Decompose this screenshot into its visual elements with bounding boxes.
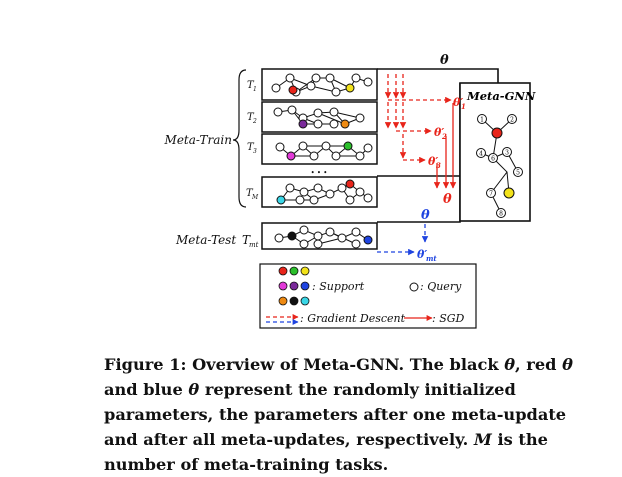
graph-task-1	[271, 73, 373, 97]
svg-text:T: T	[242, 233, 251, 247]
svg-text:2: 2	[510, 117, 514, 124]
meta-test-arrows	[377, 224, 429, 256]
figure-caption: Figure 1: Overview of Meta-GNN. The blac…	[104, 355, 573, 474]
graph-task-2	[273, 105, 365, 129]
svg-text:mt: mt	[249, 241, 259, 249]
svg-text:T: T	[246, 188, 254, 199]
svg-text:θ′: θ′	[453, 96, 463, 109]
node-7: 7	[486, 188, 496, 198]
legend-gradient-descent-label: : Gradient Descent	[300, 312, 406, 325]
meta-train-brace	[232, 69, 247, 208]
theta-prime-1: θ′ 1	[453, 96, 466, 111]
legend-gradient-descent-icon	[266, 314, 299, 325]
svg-text:2: 2	[441, 132, 447, 141]
svg-text:mt: mt	[426, 254, 437, 263]
sgd-arrows	[433, 103, 457, 189]
legend-query-icon	[409, 282, 419, 292]
graph-task-m	[276, 179, 373, 205]
meta-gnn-numbered-nodes: 1 2 3 4 5 6 7 8	[476, 114, 523, 218]
legend-support-label: : Support	[312, 280, 365, 293]
node-8: 8	[496, 208, 506, 218]
svg-text:2: 2	[252, 118, 257, 125]
task-label-3: T 3	[247, 142, 257, 155]
node-5: 5	[513, 167, 523, 177]
svg-text:8: 8	[499, 211, 503, 218]
task-label-m: T M	[246, 188, 259, 201]
svg-text:5: 5	[516, 170, 520, 177]
task-box-1	[261, 68, 378, 101]
svg-text:θ′: θ′	[417, 248, 427, 261]
svg-text:3: 3	[436, 161, 441, 170]
theta-black: θ	[440, 53, 449, 68]
svg-text:1: 1	[461, 102, 466, 111]
theta-red: θ	[443, 192, 452, 207]
node-1: 1	[477, 114, 487, 124]
legend-query-label: : Query	[420, 280, 462, 293]
svg-text:7: 7	[489, 191, 493, 198]
svg-text:θ′: θ′	[434, 126, 444, 139]
svg-text:3: 3	[253, 148, 257, 155]
task-label-2: T 2	[247, 112, 257, 125]
svg-text:6: 6	[491, 156, 495, 163]
legend-support-dots	[278, 266, 310, 306]
svg-text:1: 1	[253, 86, 257, 93]
theta-prime-2: θ′ 2	[434, 126, 447, 141]
theta-prime-mt: θ′ mt	[417, 248, 437, 263]
svg-text:Meta-Test: Meta-Test	[175, 233, 236, 247]
gradient-descent-arrows	[384, 74, 452, 164]
theta-prime-3: θ′ 3	[428, 155, 441, 170]
theta-blue: θ	[421, 208, 430, 223]
svg-text:T: T	[247, 80, 255, 91]
node-2: 2	[507, 114, 517, 124]
graph-task-mt	[274, 225, 373, 249]
svg-text:M: M	[251, 194, 259, 201]
svg-text:θ′: θ′	[428, 155, 438, 168]
meta-gnn-label: Meta-GNN	[466, 89, 536, 103]
svg-text:3: 3	[505, 150, 509, 157]
graph-task-3	[275, 141, 373, 161]
svg-text:1: 1	[480, 117, 484, 124]
node-4: 4	[476, 148, 486, 158]
task-label-1: T 1	[247, 80, 257, 93]
svg-text:T: T	[247, 112, 255, 123]
svg-text:4: 4	[479, 151, 483, 158]
node-3: 3	[502, 147, 512, 157]
ellipsis: • • •	[311, 169, 328, 177]
meta-test-label: Meta-Test T mt	[175, 233, 259, 249]
meta-gnn-box	[459, 82, 531, 222]
meta-train-label: Meta-Train	[164, 133, 232, 147]
legend-sgd-label: : SGD	[432, 312, 465, 325]
svg-text:T: T	[247, 142, 255, 153]
node-6: 6	[488, 153, 498, 163]
